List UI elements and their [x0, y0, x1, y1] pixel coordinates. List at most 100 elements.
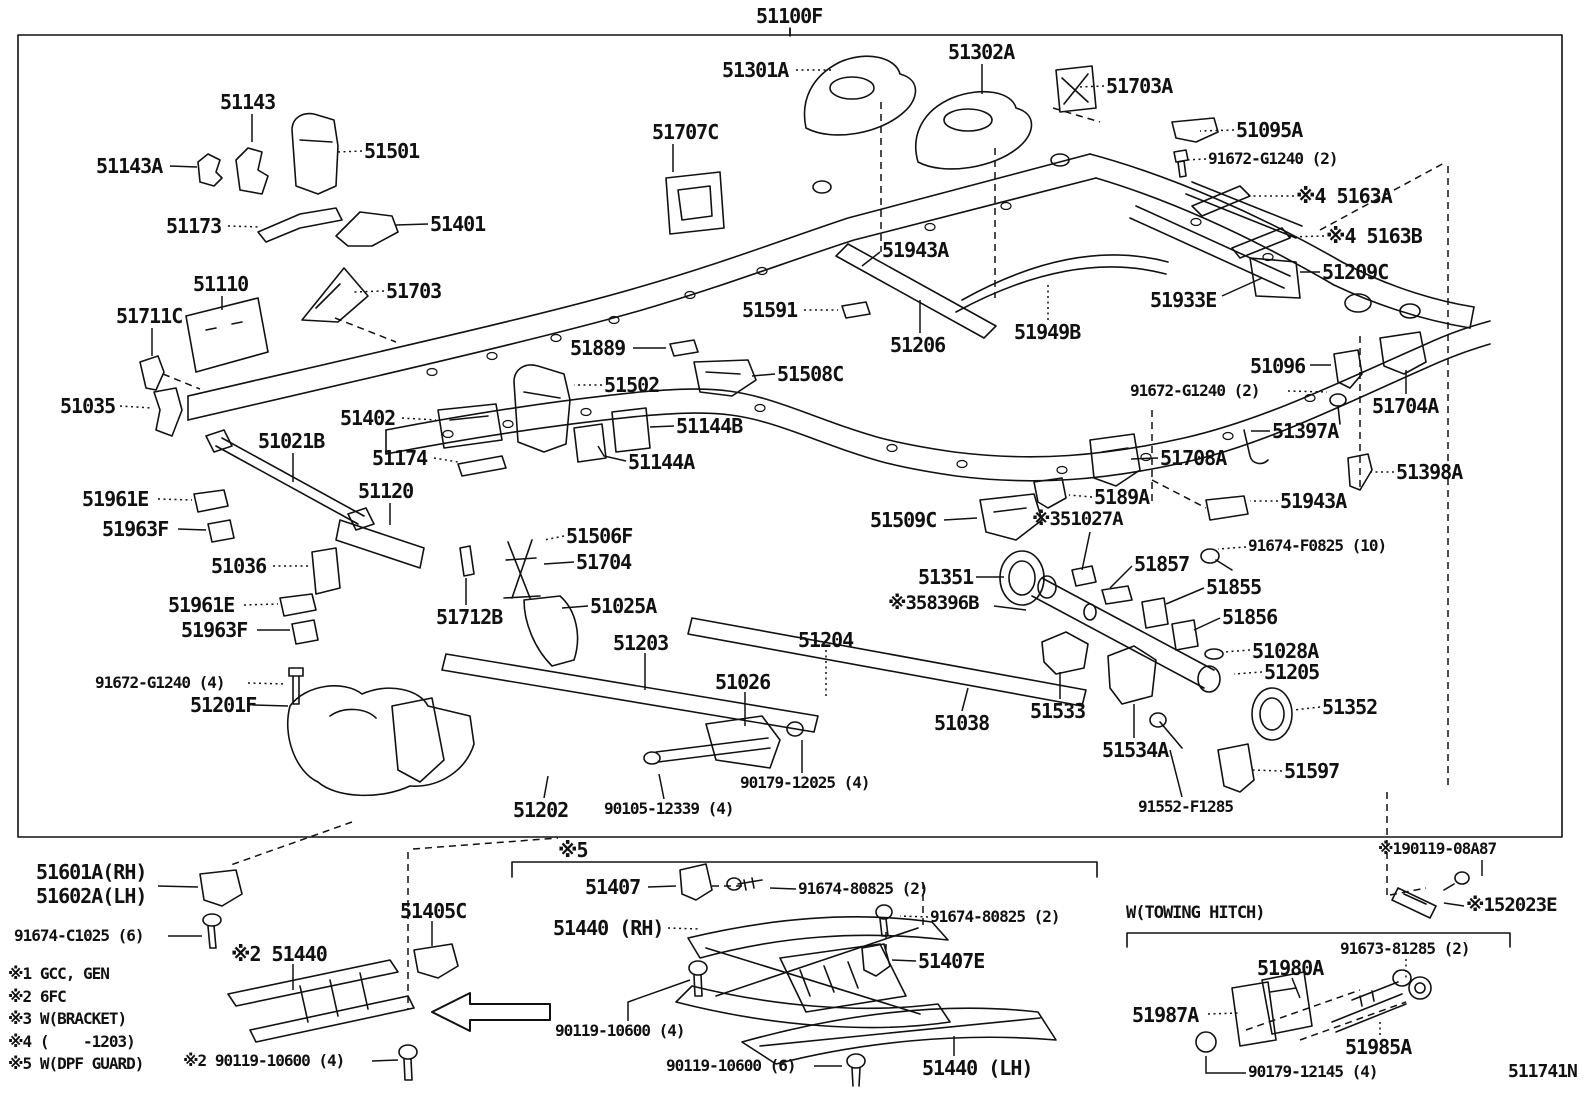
leader-line	[649, 425, 675, 428]
leader-line	[647, 885, 677, 888]
part-label: 51038	[934, 711, 990, 735]
leader-line	[1081, 531, 1091, 571]
part-label: 51889	[570, 336, 626, 360]
part-label: 51597	[1284, 759, 1340, 783]
part-label: 51704A	[1372, 394, 1439, 418]
part-label: 51949B	[1014, 320, 1081, 344]
part-label: 51398A	[1396, 460, 1463, 484]
part-label: ※4 ( -1203)	[8, 1032, 136, 1051]
part-label: ※2 6FC	[8, 987, 67, 1006]
part-label: 91673-81285 (2)	[1340, 939, 1470, 958]
leader-line	[769, 887, 797, 890]
leader-line	[433, 457, 459, 463]
part-label: 51440 (RH)	[553, 916, 664, 940]
leader-line	[1291, 977, 1301, 999]
part-label: 51036	[211, 554, 267, 578]
part-label: 51963F	[181, 618, 248, 642]
part-label: 51351	[918, 565, 974, 589]
leader-line	[543, 561, 575, 565]
leader-line	[157, 498, 193, 501]
part-label: 91674-80825 (2)	[798, 879, 928, 898]
leader-line	[1285, 235, 1325, 238]
part-label: 51712B	[436, 605, 503, 629]
part-label: 51035	[60, 394, 116, 418]
part-label: 51707C	[652, 120, 719, 144]
part-label: 91672-G1240 (2)	[1208, 149, 1338, 168]
part-label: 51602A(LH)	[36, 884, 147, 908]
leader-line	[658, 773, 665, 800]
leader-line	[1183, 158, 1207, 161]
leader-line	[1443, 902, 1465, 907]
part-label: 51204	[798, 628, 854, 652]
part-label: 51508C	[777, 362, 844, 386]
leader-line	[1205, 1056, 1246, 1074]
part-label: 51202	[513, 798, 569, 822]
part-label: 51397A	[1272, 419, 1339, 443]
part-label: 90179-12145 (4)	[1248, 1062, 1378, 1081]
part-label: ※1 GCC, GEN	[8, 964, 110, 983]
part-label: 51987A	[1132, 1003, 1199, 1027]
direction-arrow-icon	[431, 992, 551, 1032]
part-label: 51174	[372, 446, 428, 470]
part-label: 51028A	[1252, 639, 1319, 663]
part-label: ※2 51440	[231, 942, 328, 966]
part-label: 51856	[1222, 605, 1278, 629]
part-label: 90119-10600 (4)	[555, 1021, 685, 1040]
part-label: 51026	[715, 670, 771, 694]
part-label: 51144B	[676, 414, 743, 438]
part-label: ※190119-08A87	[1378, 839, 1497, 858]
part-label: 51301A	[722, 58, 789, 82]
part-label: 51205	[1264, 660, 1320, 684]
leader-line	[1293, 706, 1321, 711]
part-label: ※5 W(DPF GUARD)	[8, 1054, 144, 1073]
part-label: 51708A	[1160, 446, 1227, 470]
drawing-number: 511741N	[1508, 1061, 1578, 1082]
leader-line	[157, 885, 199, 888]
part-label: ※358396B	[888, 592, 980, 614]
part-label: 51401	[430, 212, 486, 236]
part-label: 51704	[576, 550, 632, 574]
leader-line	[1068, 494, 1093, 498]
leader-line	[899, 915, 929, 918]
leader-line	[543, 535, 565, 541]
part-label: 90119-10600 (6)	[666, 1056, 796, 1075]
part-label: 51440 (LH)	[922, 1056, 1033, 1080]
part-label: 51402	[340, 406, 396, 430]
part-label: ※351027A	[1032, 508, 1124, 530]
part-label: 51302A	[948, 40, 1015, 64]
part-label: 51703	[386, 279, 442, 303]
part-label: 51509C	[870, 508, 937, 532]
leader-line	[243, 603, 279, 606]
part-label: 51534A	[1102, 738, 1169, 762]
part-label: 51025A	[590, 594, 657, 618]
part-label: 51601A(RH)	[36, 860, 147, 884]
part-label: 51405C	[400, 899, 467, 923]
part-label: 51501	[364, 139, 420, 163]
leader-line	[371, 1059, 399, 1062]
part-label: 51206	[890, 333, 946, 357]
part-label: 90105-12339 (4)	[604, 799, 734, 818]
leader-line	[1221, 277, 1263, 297]
part-label: ※3 W(BRACKET)	[8, 1009, 127, 1028]
part-label: 51352	[1322, 695, 1378, 719]
part-label: 90179-12025 (4)	[740, 773, 870, 792]
leader-line	[1251, 769, 1283, 772]
part-label: 91674-F0825 (10)	[1248, 536, 1387, 555]
leader-line	[543, 775, 549, 799]
part-label: 51203	[613, 631, 669, 655]
part-label: 51407E	[918, 949, 985, 973]
leader-line	[943, 517, 978, 521]
leader-line	[961, 687, 969, 712]
leader-line	[353, 290, 385, 293]
part-label: 51711C	[116, 304, 183, 328]
part-label: 51502	[604, 373, 660, 397]
part-label: 51943A	[1280, 489, 1347, 513]
leader-line	[1199, 129, 1235, 132]
leader-line	[891, 959, 917, 962]
part-label: 51110	[193, 272, 249, 296]
leader-line	[169, 165, 198, 168]
leader-line	[119, 405, 153, 409]
part-label: 91674-C1025 (6)	[14, 926, 144, 945]
leader-line	[1287, 390, 1328, 393]
